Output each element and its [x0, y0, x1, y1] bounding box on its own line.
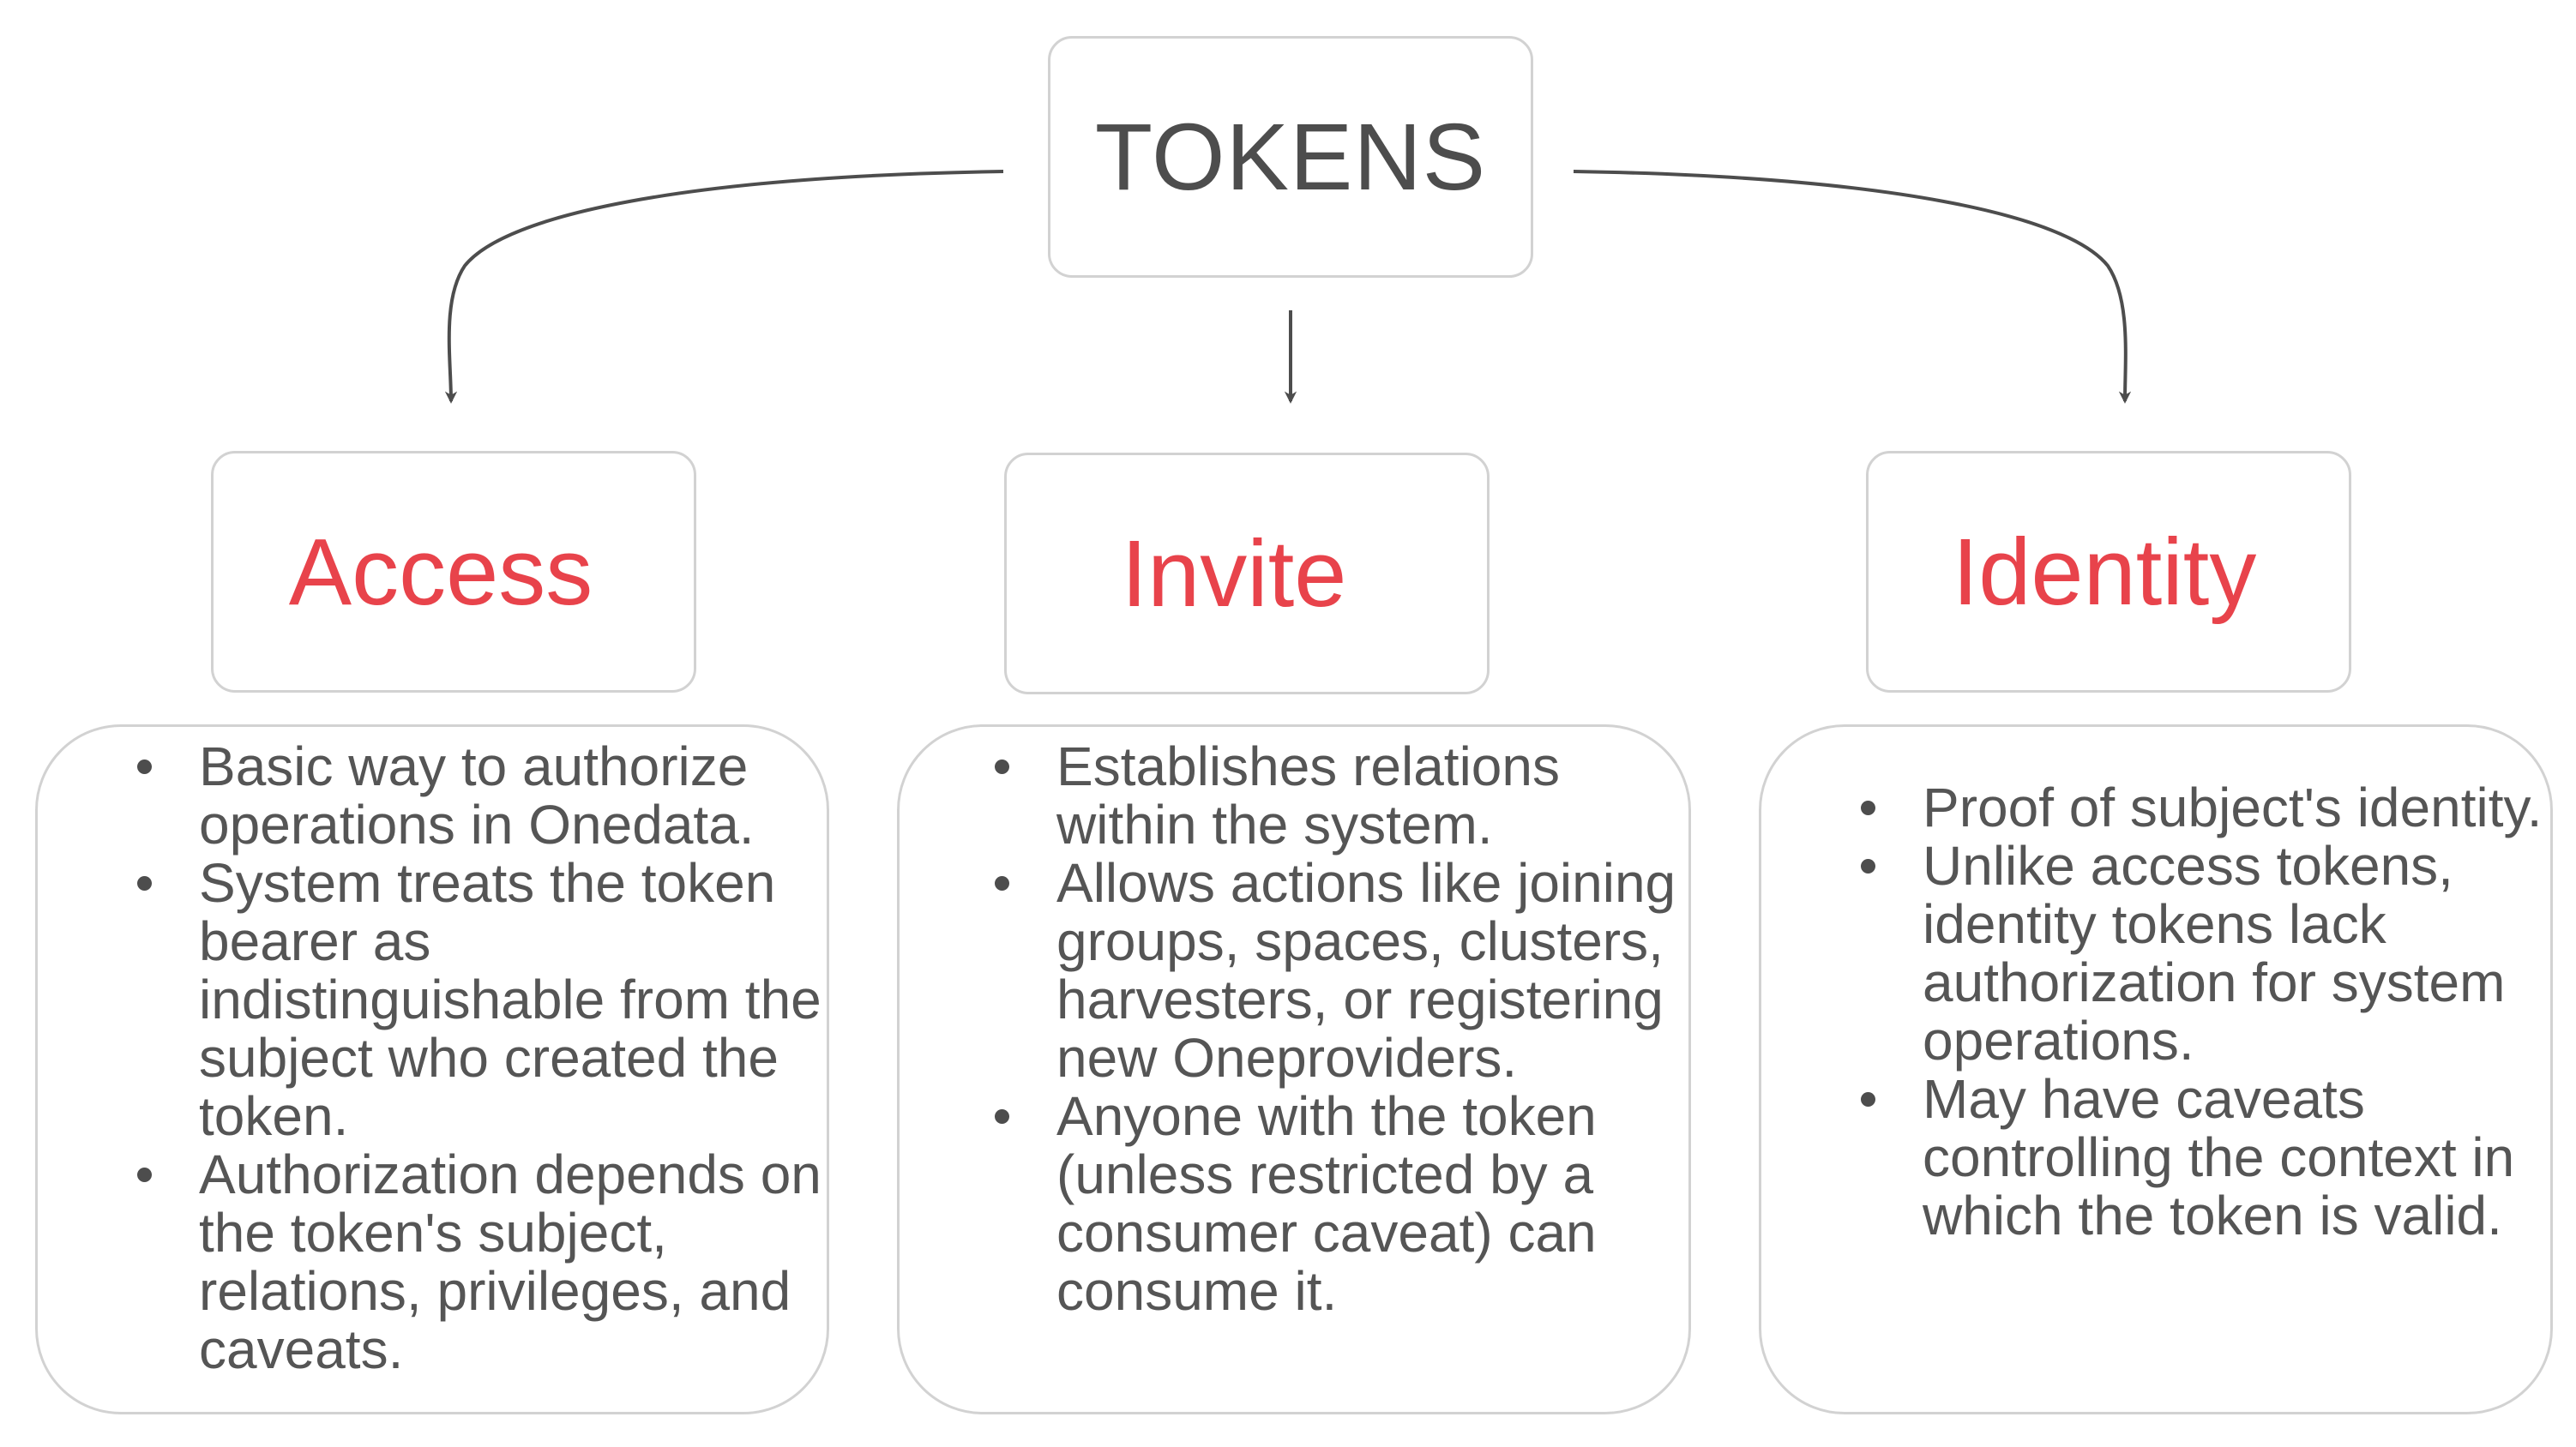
bullet-text: Proof of subject's identity. — [1923, 777, 2543, 838]
bullet-text: Allows actions like joining groups, spac… — [1056, 852, 1676, 1089]
bullet-text: Establishes relations within the system. — [1056, 736, 1560, 856]
bullet-text: Unlike access tokens, identity tokens la… — [1923, 835, 2506, 1072]
list-item: May have caveats controlling the context… — [1845, 1070, 2552, 1245]
bullet-icon — [137, 876, 152, 891]
bullet-text: Authorization depends on the token's sub… — [199, 1144, 822, 1380]
bullet-icon — [995, 1109, 1009, 1124]
bullet-icon — [137, 760, 152, 774]
category-node-access: Access — [211, 451, 696, 693]
list-item: Allows actions like joining groups, spac… — [979, 854, 1689, 1087]
list-item: Basic way to authorize operations in One… — [122, 737, 827, 854]
description-panel-invite: Establishes relations within the system.… — [897, 724, 1691, 1414]
bullet-list-invite: Establishes relations within the system.… — [979, 737, 1689, 1320]
category-title-access: Access — [288, 519, 593, 625]
bullet-icon — [995, 760, 1009, 774]
list-item: Anyone with the token (unless restricted… — [979, 1087, 1689, 1320]
list-item: Authorization depends on the token's sub… — [122, 1145, 827, 1378]
bullet-icon — [995, 876, 1009, 891]
bullet-text: Anyone with the token (unless restricted… — [1056, 1085, 1597, 1322]
bullet-icon — [137, 1168, 152, 1182]
list-item: Proof of subject's identity. — [1845, 778, 2552, 837]
category-title-invite: Invite — [1121, 520, 1347, 627]
bullet-icon — [1861, 859, 1875, 874]
description-panel-access: Basic way to authorize operations in One… — [35, 724, 829, 1414]
list-item: Unlike access tokens, identity tokens la… — [1845, 837, 2552, 1070]
bullet-text: May have caveats controlling the context… — [1923, 1068, 2515, 1246]
category-node-identity: Identity — [1866, 451, 2351, 693]
description-panel-identity: Proof of subject's identity. Unlike acce… — [1759, 724, 2553, 1414]
list-item: System treats the token bearer as indist… — [122, 854, 827, 1145]
bullet-text: Basic way to authorize operations in One… — [199, 736, 755, 856]
category-node-invite: Invite — [1004, 453, 1490, 694]
list-item: Establishes relations within the system. — [979, 737, 1689, 854]
bullet-list-identity: Proof of subject's identity. Unlike acce… — [1845, 778, 2552, 1245]
bullet-icon — [1861, 1092, 1875, 1107]
arrow-to-access — [444, 170, 1004, 404]
arrow-to-identity — [1573, 170, 2132, 404]
bullet-text: System treats the token bearer as indist… — [199, 852, 822, 1147]
category-title-identity: Identity — [1952, 519, 2257, 625]
bullet-list-access: Basic way to authorize operations in One… — [122, 737, 827, 1378]
root-title: TOKENS — [1094, 104, 1487, 210]
root-node-tokens: TOKENS — [1048, 36, 1533, 278]
bullet-icon — [1861, 801, 1875, 815]
